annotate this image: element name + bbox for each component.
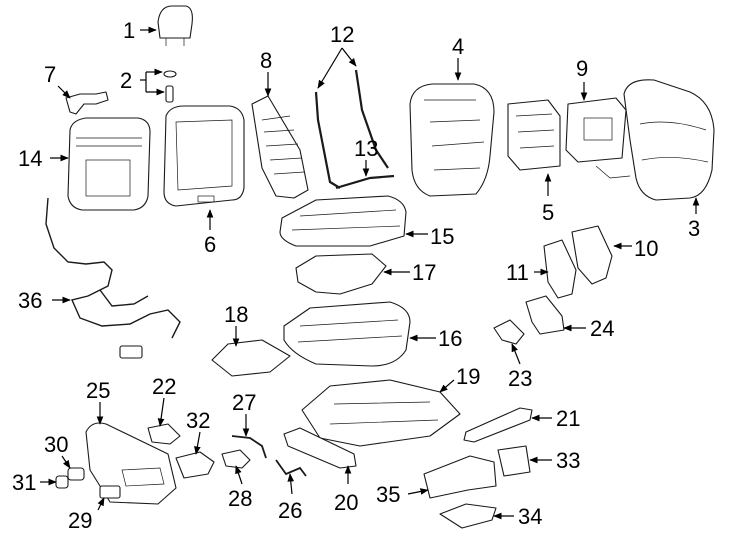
leader-lines [40,26,700,520]
part-rod-13 [335,174,395,190]
part-seat-frame-19 [301,379,461,447]
callout-16: 16 [438,326,462,351]
part-cushion-pad-15 [279,195,407,247]
callout-7: 7 [44,62,56,87]
callout-14: 14 [18,146,42,171]
callout-23: 23 [508,366,532,391]
part-button-29 [99,485,121,499]
part-spring-27 [231,435,267,459]
callout-1: 1 [123,18,135,43]
callout-13: 13 [354,136,378,161]
leader-22 [157,397,165,427]
callout-24: 24 [590,316,614,341]
callout-22: 22 [152,374,176,399]
callout-21: 21 [556,406,580,431]
callout-19: 19 [456,364,480,389]
part-bracket-17 [295,253,387,295]
part-bracket-32 [175,451,215,479]
leader-12b [341,47,357,67]
callout-28: 28 [228,486,252,511]
callout-36: 36 [18,288,42,313]
part-seatback-frame-14 [67,117,151,211]
callout-8: 8 [260,48,272,73]
part-bracket-22 [147,423,181,445]
part-seatback-cover-4 [409,83,495,197]
part-switch-10 [571,225,613,285]
part-seatback-panel-6 [163,105,245,207]
part-bracket-28 [221,449,251,469]
part-cover-34 [439,503,497,529]
callout-31: 31 [12,470,36,495]
callout-15: 15 [430,224,454,249]
callout-18: 18 [224,302,248,327]
part-seatback-trim-3 [623,79,715,201]
part-wiring-harness-36 [45,197,181,359]
part-track-20 [283,427,357,469]
leader-32 [194,431,201,455]
callout-12: 12 [330,22,354,47]
callout-30: 30 [44,432,68,457]
callout-20: 20 [334,490,358,515]
callout-5: 5 [542,200,554,225]
callout-4: 4 [452,34,464,59]
callout-32: 32 [186,408,210,433]
callout-27: 27 [232,390,256,415]
callout-9: 9 [576,56,588,81]
leader-26 [287,473,295,495]
part-cap-31 [55,475,69,489]
callout-labels: 1 2 3 4 5 6 7 8 9 10 11 12 13 14 15 16 1… [12,18,700,533]
callout-6: 6 [204,232,216,257]
part-lumbar-support-8 [251,95,309,199]
callout-35: 35 [376,482,400,507]
leader-7 [57,85,71,99]
callout-33: 33 [556,448,580,473]
leader-12a [317,47,343,89]
callout-29: 29 [68,508,92,533]
callout-34: 34 [518,504,542,529]
leader-30 [61,455,71,469]
part-bracket-33 [497,445,531,477]
part-bracket-7 [65,91,109,115]
callout-10: 10 [634,236,658,261]
part-cap-30 [67,467,85,481]
callout-3: 3 [688,216,700,241]
leader-19 [439,379,455,393]
part-cover-24 [525,295,565,335]
part-switch-11 [543,239,577,299]
part-clip-23 [493,319,525,345]
callout-2: 2 [120,68,132,93]
leader-29 [97,497,105,511]
part-headrest-guides [163,70,177,103]
callout-25: 25 [86,378,110,403]
callout-26: 26 [278,498,302,523]
part-spring-26 [275,459,307,477]
part-cushion-cover-16 [283,301,411,367]
callout-11: 11 [506,260,529,285]
leader-23 [511,343,521,365]
leader-28 [235,465,243,485]
part-headrest [157,5,193,46]
part-track-35 [423,455,497,499]
callout-17: 17 [412,260,436,285]
leader-35 [407,488,429,495]
part-module-9 [565,97,631,179]
part-panel-5 [507,99,561,171]
part-rods-12 [314,69,389,189]
part-bracket-18 [211,339,291,377]
part-rail-21 [463,407,533,443]
